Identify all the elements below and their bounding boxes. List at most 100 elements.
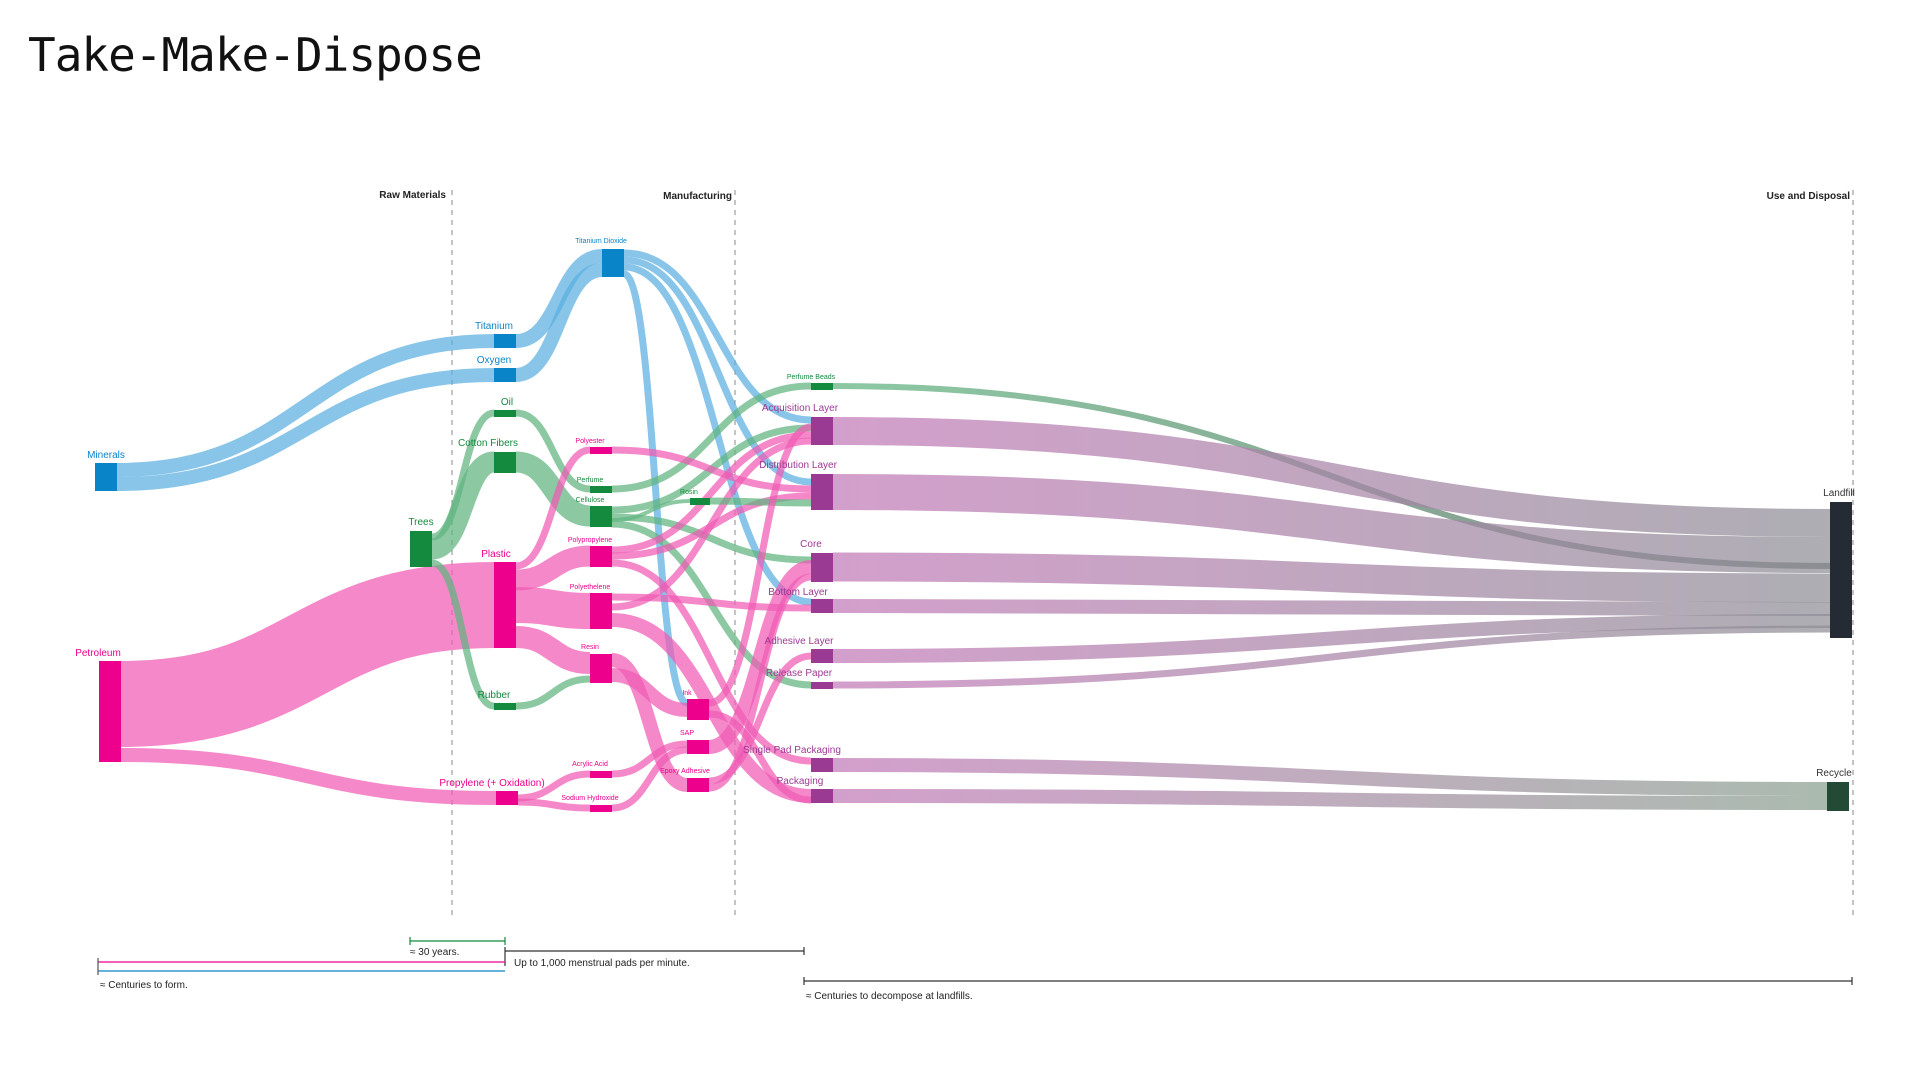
link-trees-to-cotton [429, 451, 497, 560]
flow-links [116, 249, 1831, 812]
node-plastic [494, 562, 516, 648]
link-resin-to-ink [611, 668, 688, 717]
link-trees-to-rubber [431, 559, 495, 710]
timeline-label-centuries-to-form: ≈ Centuries to form. [100, 980, 188, 991]
link-acq-to-landfill [832, 417, 1831, 537]
node-label-oil: Oil [501, 397, 513, 408]
node-tio2 [602, 249, 624, 277]
node-petroleum [99, 661, 121, 762]
link-polypropylene-to-singlepad [611, 559, 812, 765]
node-cellulose [590, 506, 612, 527]
link-propylene-to-sodium [517, 798, 591, 812]
node-label-propylene: Propylene (+ Oxidation) [439, 778, 544, 789]
link-rosin-to-dist [709, 497, 812, 507]
node-label-adhlayer: Adhesive Layer [765, 636, 835, 647]
node-landfill [1830, 502, 1852, 638]
node-label-rubber: Rubber [478, 690, 511, 701]
node-adhesive [687, 778, 709, 792]
node-label-rosin: Rosin [680, 489, 698, 496]
timeline: ≈ 30 years. Up to 1,000 menstrual pads p… [97, 937, 1853, 1002]
node-label-trees: Trees [408, 517, 433, 528]
flow-nodes [95, 249, 1852, 812]
link-adhlayer-to-landfill [832, 614, 1831, 663]
node-rubber [494, 703, 516, 710]
node-label-cellulose: Cellulose [576, 497, 605, 504]
node-rosin [690, 498, 710, 505]
link-oxygen-to-tio2 [514, 263, 604, 382]
link-petroleum-to-propylene [120, 748, 497, 805]
link-ink-to-packaging [708, 710, 812, 804]
node-label-minerals: Minerals [87, 450, 125, 461]
timeline-label-centuries-to-decompose: ≈ Centuries to decompose at landfills. [806, 991, 973, 1002]
node-adhlayer [811, 649, 833, 663]
node-label-beads: Perfume Beads [787, 374, 836, 381]
stage-dividers [451, 190, 1854, 918]
link-tio2-to-acq [623, 249, 812, 424]
link-plastic-to-resin [515, 626, 591, 674]
node-label-cotton: Cotton Fibers [458, 438, 518, 449]
link-polyethylene-to-packaging [611, 613, 812, 803]
node-packaging [811, 789, 833, 803]
link-resin-to-adhesive [610, 653, 689, 792]
node-label-singlepad: Single Pad Packaging [743, 745, 841, 756]
link-polyethylene-to-acq [611, 437, 812, 611]
link-minerals-to-oxygen [116, 368, 495, 491]
link-cellulose-to-rosin [611, 499, 691, 522]
link-polypropylene-to-acq [611, 431, 812, 554]
node-label-petroleum: Petroleum [75, 648, 121, 659]
timeline-manufacturing: Up to 1,000 menstrual pads per minute. [504, 947, 805, 969]
link-sodium-to-sap [611, 746, 688, 812]
node-polyester [590, 447, 612, 454]
link-propylene-to-acrylic [517, 770, 591, 802]
timeline-fossil-formation: ≈ Centuries to form. [97, 958, 505, 991]
page-title: Take-Make-Dispose [28, 28, 483, 82]
link-adhesive-to-core [708, 573, 812, 792]
link-plastic-to-polypropylene [515, 545, 591, 591]
link-sap-to-core [707, 560, 813, 754]
link-plastic-to-polyethylene [515, 587, 591, 629]
node-label-titanium: Titanium [475, 321, 513, 332]
node-sap [687, 740, 709, 754]
node-perfume [590, 486, 612, 493]
node-ink [687, 699, 709, 720]
link-cotton-to-cellulose [514, 451, 592, 527]
node-oxygen [494, 368, 516, 382]
link-tio2-to-ink [622, 270, 689, 707]
node-label-resin: Resin [581, 644, 599, 651]
stage-labels: Raw Materials Manufacturing Use and Disp… [379, 190, 1850, 202]
node-trees [410, 531, 432, 567]
node-label-core: Core [800, 539, 822, 550]
timeline-decomposition: ≈ Centuries to decompose at landfills. [803, 977, 1853, 1002]
timeline-label-30-years: ≈ 30 years. [410, 947, 459, 958]
node-label-polypropylene: Polypropylene [568, 537, 612, 544]
node-titanium [494, 334, 516, 348]
node-label-landfill: Landfill [1823, 488, 1855, 499]
link-dist-to-landfill [832, 474, 1831, 573]
node-dist [811, 474, 833, 510]
link-singlepad-to-recycle [832, 758, 1828, 796]
node-recycle [1827, 782, 1849, 811]
node-label-acq: Acquisition Layer [762, 403, 839, 414]
link-minerals-to-titanium [116, 334, 495, 477]
node-label-ink: Ink [682, 690, 692, 697]
node-core [811, 553, 833, 582]
link-plastic-to-polyester [515, 446, 591, 570]
stage-label-manufacturing: Manufacturing [663, 191, 732, 202]
node-propylene [496, 791, 518, 805]
timeline-label-pads-per-minute: Up to 1,000 menstrual pads per minute. [514, 958, 690, 969]
node-label-sodium: Sodium Hydroxide [561, 795, 618, 802]
link-perfume-to-beads [611, 382, 812, 493]
link-packaging-to-recycle [832, 789, 1828, 810]
node-singlepad [811, 758, 833, 772]
node-label-plastic: Plastic [481, 549, 510, 560]
node-label-sap: SAP [680, 730, 694, 737]
node-resin [590, 654, 612, 683]
node-label-packaging: Packaging [777, 776, 824, 787]
link-release-to-landfill [832, 625, 1831, 689]
node-label-dist: Distribution Layer [759, 460, 837, 471]
node-label-oxygen: Oxygen [477, 355, 511, 366]
node-label-recycle: Recycle [1816, 768, 1852, 779]
node-cotton [494, 452, 516, 473]
